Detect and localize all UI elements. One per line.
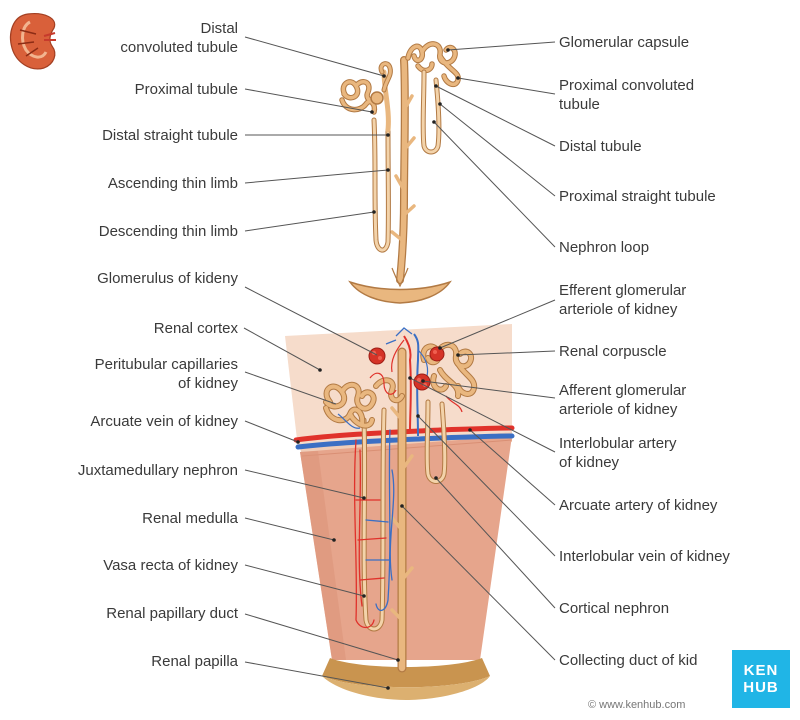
label-renal-papilla: Renal papilla [151,653,238,670]
label-collecting-duct: Collecting duct of kid [559,652,698,669]
label-renal-papillary-duct: Renal papillary duct [106,605,238,622]
label-renal-cortex: Renal cortex [153,320,238,337]
label-interlobular-vein: Interlobular vein of kidney [559,548,730,565]
label-arcuate-vein: Arcuate vein of kidney [90,413,238,430]
label-descending-thin-limb: Descending thin limb [98,223,238,240]
label-distal-straight-tubule: Distal straight tubule [102,127,238,144]
leader-lines [243,36,556,689]
label-distal-tubule: Distal tubule [559,138,642,155]
tissue-block [285,324,515,700]
label-renal-medulla: Renal medulla [142,510,238,527]
label-vasa-recta: Vasa recta of kidney [103,557,238,574]
logo-line-2: HUB [743,679,779,696]
kenhub-logo: KEN HUB [732,650,790,708]
logo-line-1: KEN [743,662,779,679]
label-glomerulus-of-kidney: Glomerulus of kideny [97,270,238,287]
label-proximal-tubule: Proximal tubule [134,81,238,98]
kidney-thumbnail-icon [9,13,56,70]
label-nephron-loop: Nephron loop [559,239,650,256]
copyright-credit: © www.kenhub.com [588,699,686,711]
label-ascending-thin-limb: Ascending thin limb [107,175,238,192]
leader-dots [296,48,472,690]
label-cortical-nephron: Cortical nephron [559,600,670,617]
isolated-nephron [339,41,461,304]
label-arcuate-artery: Arcuate artery of kidney [559,497,718,514]
label-juxtamedullary-nephron: Juxtamedullary nephron [77,462,238,479]
label-renal-corpuscle: Renal corpuscle [559,343,667,360]
label-proximal-straight-tubule: Proximal straight tubule [559,188,716,205]
label-glomerular-capsule: Glomerular capsule [559,34,690,51]
